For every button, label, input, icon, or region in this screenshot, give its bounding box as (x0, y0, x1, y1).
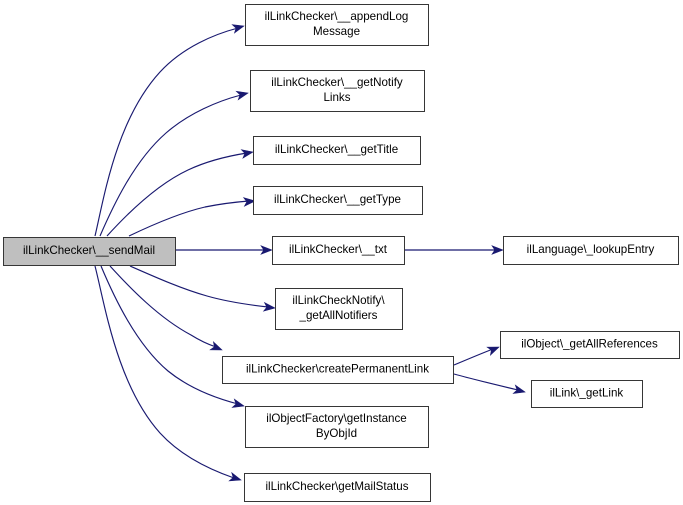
node-label: ilLinkChecker\__getNotify (271, 76, 403, 89)
call-edge-root-to-append-log-message (94, 24, 245, 237)
call-edge-root-to-get-notify-links (99, 90, 249, 237)
node-get-mail-status[interactable]: ilLinkChecker\getMailStatus (244, 473, 431, 502)
arrow-head-icon (242, 197, 256, 207)
node-box[interactable] (222, 356, 454, 384)
node-get-type[interactable]: ilLinkChecker\__getType (253, 186, 423, 215)
node-label: ilLinkChecker\__getTitle (275, 143, 398, 156)
call-edge-txt-to-lookup-entry (405, 245, 504, 255)
edge-line (94, 27, 239, 237)
node-box[interactable] (250, 70, 425, 112)
arrow-head-icon (228, 471, 242, 482)
node-box[interactable] (275, 288, 403, 330)
node-get-all-references[interactable]: ilObject\_getAllReferences (500, 331, 680, 359)
call-edge-root-to-get-all-notifiers (129, 265, 276, 312)
node-label: ilLink\_getLink (550, 387, 624, 400)
node-label: ilLinkChecker\__sendMail (23, 244, 155, 257)
node-box[interactable] (244, 473, 431, 502)
node-label: ilLinkChecker\getMailStatus (265, 480, 408, 493)
node-get-link[interactable]: ilLink\_getLink (531, 380, 643, 408)
edge-line (453, 373, 519, 391)
node-label: ilLinkChecker\createPermanentLink (246, 363, 429, 376)
node-box[interactable] (503, 236, 679, 265)
node-root[interactable]: ilLinkChecker\__sendMail (3, 237, 176, 266)
node-box[interactable] (272, 236, 405, 265)
edge-line (94, 265, 235, 479)
node-box[interactable] (253, 186, 423, 215)
call-edge-create-permanent-link-to-get-all-references (453, 346, 500, 366)
edge-line (129, 265, 269, 308)
call-edge-root-to-get-mail-status (94, 265, 242, 482)
node-get-all-notifiers[interactable]: ilLinkCheckNotify\ _getAllNotifiers (275, 288, 403, 330)
arrow-head-icon (231, 398, 245, 408)
call-edge-root-to-get-title (106, 149, 254, 237)
node-label: ilObject\_getAllReferences (521, 338, 658, 351)
node-label: ilLinkChecker\__getType (274, 193, 401, 206)
arrow-head-icon (491, 245, 504, 255)
edges-layer (94, 24, 526, 482)
node-box[interactable] (245, 406, 429, 448)
node-box[interactable] (245, 4, 429, 46)
node-box[interactable] (531, 380, 643, 408)
nodes-layer: ilLinkChecker\__sendMail ilLinkChecker\__… (3, 4, 680, 502)
node-label: ilLinkChecker\__appendLog (265, 10, 409, 23)
node-label: ilLanguage\_lookupEntry (527, 243, 655, 256)
arrow-head-icon (240, 149, 254, 159)
node-box[interactable] (500, 331, 680, 359)
arrow-head-icon (260, 245, 273, 255)
node-label: ilLinkChecker\__txt (289, 243, 388, 256)
arrow-head-icon (262, 301, 276, 312)
node-box[interactable] (3, 237, 176, 266)
node-lookup-entry[interactable]: ilLanguage\_lookupEntry (503, 236, 679, 265)
node-label: ByObjId (316, 427, 357, 440)
edge-line (100, 265, 239, 405)
arrow-head-icon (231, 24, 245, 34)
edge-line (99, 94, 242, 237)
call-edge-root-to-get-type (128, 197, 256, 237)
node-label: Links (323, 91, 350, 104)
node-box[interactable] (253, 136, 421, 165)
arrow-head-icon (209, 341, 223, 351)
node-label: ilObjectFactory\getInstance (266, 412, 406, 425)
edge-line (106, 152, 248, 237)
node-txt[interactable]: ilLinkChecker\__txt (272, 236, 405, 265)
arrow-head-icon (235, 90, 249, 101)
node-create-permanent-link[interactable]: ilLinkChecker\createPermanentLink (222, 356, 454, 384)
node-label: _getAllNotifiers (299, 309, 378, 322)
edge-line (128, 200, 250, 237)
call-edge-root-to-get-instance-by-obj-id (100, 265, 245, 408)
node-get-title[interactable]: ilLinkChecker\__getTitle (253, 136, 421, 165)
edge-line (453, 348, 494, 366)
edge-line (109, 265, 217, 348)
call-edge-create-permanent-link-to-get-link (453, 373, 526, 394)
call-edge-root-to-create-permanent-link (109, 265, 223, 351)
node-label: ilLinkCheckNotify\ (292, 294, 385, 307)
arrow-head-icon (486, 346, 500, 356)
arrow-head-icon (512, 384, 526, 394)
call-edge-root-to-txt (176, 245, 273, 255)
node-label: Message (313, 25, 360, 38)
